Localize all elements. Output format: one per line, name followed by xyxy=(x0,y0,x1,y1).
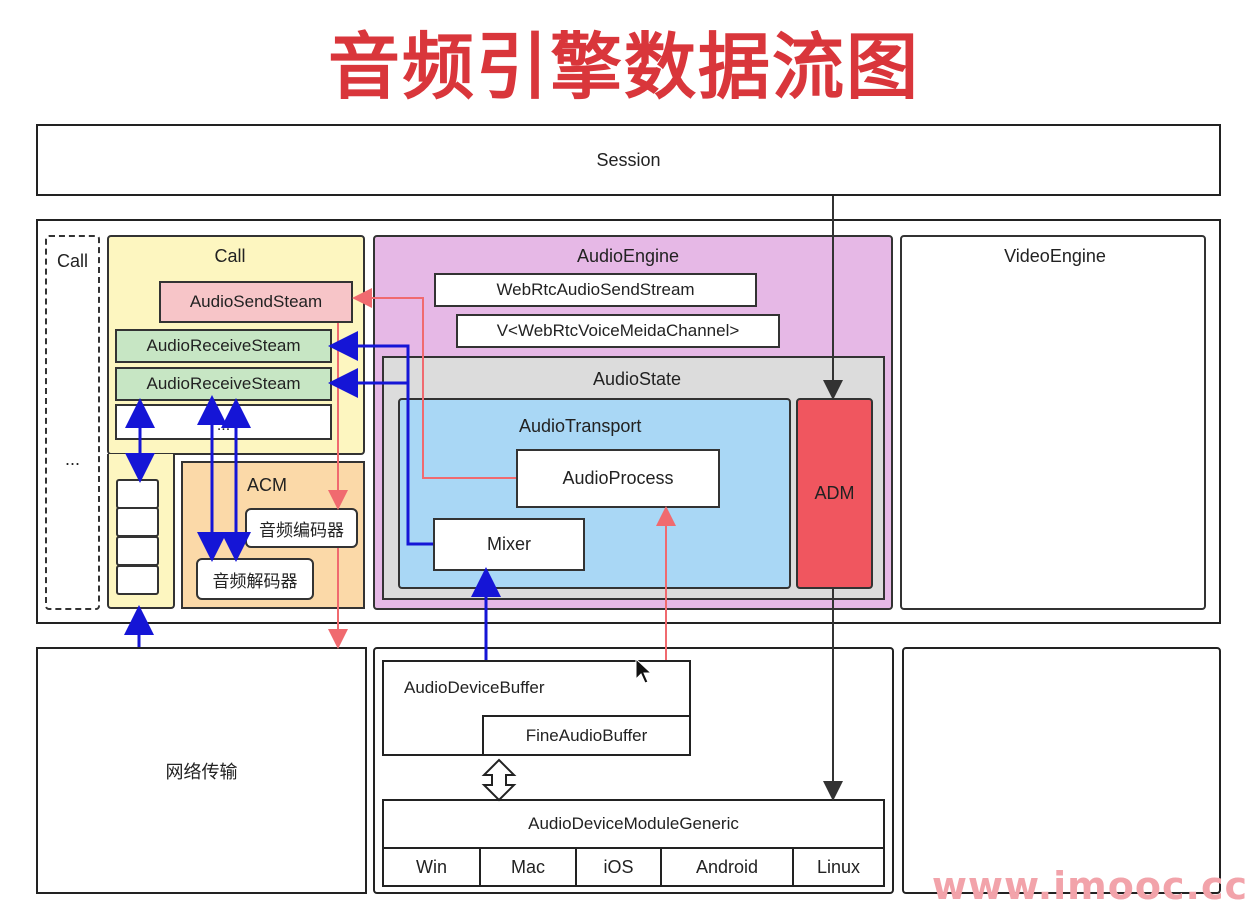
watermark: www.imooc.cc xyxy=(931,864,1248,908)
mixer-label: Mixer xyxy=(487,534,531,554)
audio-decoder-label: 音频解码器 xyxy=(212,571,298,591)
audio-process-box: AudioProcess xyxy=(516,449,720,508)
adm-label: ADM xyxy=(814,483,855,503)
video-engine-label: VideoEngine xyxy=(1004,246,1106,266)
audio-receive-stream-2-label: AudioReceiveSteam xyxy=(146,374,301,393)
webrtc-voice-media-channel: V<WebRtcVoiceMeidaChannel> xyxy=(456,314,780,348)
audio-state-label: AudioState xyxy=(592,369,682,389)
platform-row: Win Mac iOS Android Linux xyxy=(382,847,885,887)
call-dashed-box: Call ... xyxy=(45,235,100,610)
network-transport-box: 网络传输 xyxy=(36,647,367,894)
call-dashed-ellipsis: ... xyxy=(64,449,80,469)
audio-receive-stream-2: AudioReceiveSteam xyxy=(115,367,332,401)
video-engine-box xyxy=(900,235,1206,610)
diagram-title: 音频引擎数据流图 xyxy=(327,25,920,109)
stack-cell-1 xyxy=(116,479,159,509)
audio-device-module-generic-box: AudioDeviceModuleGeneric xyxy=(382,799,885,849)
call-label: Call xyxy=(214,246,246,266)
platform-win: Win xyxy=(384,849,481,885)
audio-decoder-box: 音频解码器 xyxy=(196,558,314,600)
call-dashed-label: Call xyxy=(56,251,88,271)
session-box: Session xyxy=(36,124,1221,196)
empty-bottom-right-box xyxy=(902,647,1221,894)
stack-cell-4 xyxy=(116,565,159,595)
platform-ios: iOS xyxy=(577,849,662,885)
platform-mac-label: Mac xyxy=(510,856,545,877)
platform-win-label: Win xyxy=(416,856,447,877)
audio-device-buffer-label: AudioDeviceBuffer xyxy=(404,678,545,697)
platform-ios-label: iOS xyxy=(603,856,634,877)
fine-audio-buffer-label: FineAudioBuffer xyxy=(525,725,648,745)
network-transport-label: 网络传输 xyxy=(165,761,238,782)
acm-label: ACM xyxy=(247,475,287,495)
audio-engine-label: AudioEngine xyxy=(576,246,680,266)
platform-android: Android xyxy=(662,849,794,885)
audio-receive-stream-1: AudioReceiveSteam xyxy=(115,329,332,363)
webrtc-audio-send-stream-label: WebRtcAudioSendStream xyxy=(496,280,695,299)
platform-android-label: Android xyxy=(695,856,759,877)
webrtc-voice-media-channel-label: V<WebRtcVoiceMeidaChannel> xyxy=(496,321,740,340)
audio-send-stream-label: AudioSendSteam xyxy=(189,292,323,311)
audio-encoder-box: 音频编码器 xyxy=(245,508,358,548)
audio-send-stream: AudioSendSteam xyxy=(159,281,353,323)
more-streams-label: ... xyxy=(216,417,231,434)
platform-linux: Linux xyxy=(794,849,883,885)
platform-linux-label: Linux xyxy=(816,856,861,877)
audio-transport-label: AudioTransport xyxy=(519,416,642,436)
fine-audio-buffer-box: FineAudioBuffer xyxy=(482,715,691,756)
audio-encoder-label: 音频编码器 xyxy=(259,520,344,540)
platform-mac: Mac xyxy=(481,849,577,885)
webrtc-audio-send-stream: WebRtcAudioSendStream xyxy=(434,273,757,307)
audio-receive-stream-1-label: AudioReceiveSteam xyxy=(146,336,301,355)
adm-box: ADM xyxy=(796,398,873,589)
mixer-box: Mixer xyxy=(433,518,585,571)
more-streams-box: ... xyxy=(115,404,332,440)
stack-cell-2 xyxy=(116,507,159,537)
stack-cell-3 xyxy=(116,536,159,566)
session-label: Session xyxy=(596,149,661,170)
audio-device-module-generic-label: AudioDeviceModuleGeneric xyxy=(528,814,739,833)
audio-process-label: AudioProcess xyxy=(562,468,674,488)
